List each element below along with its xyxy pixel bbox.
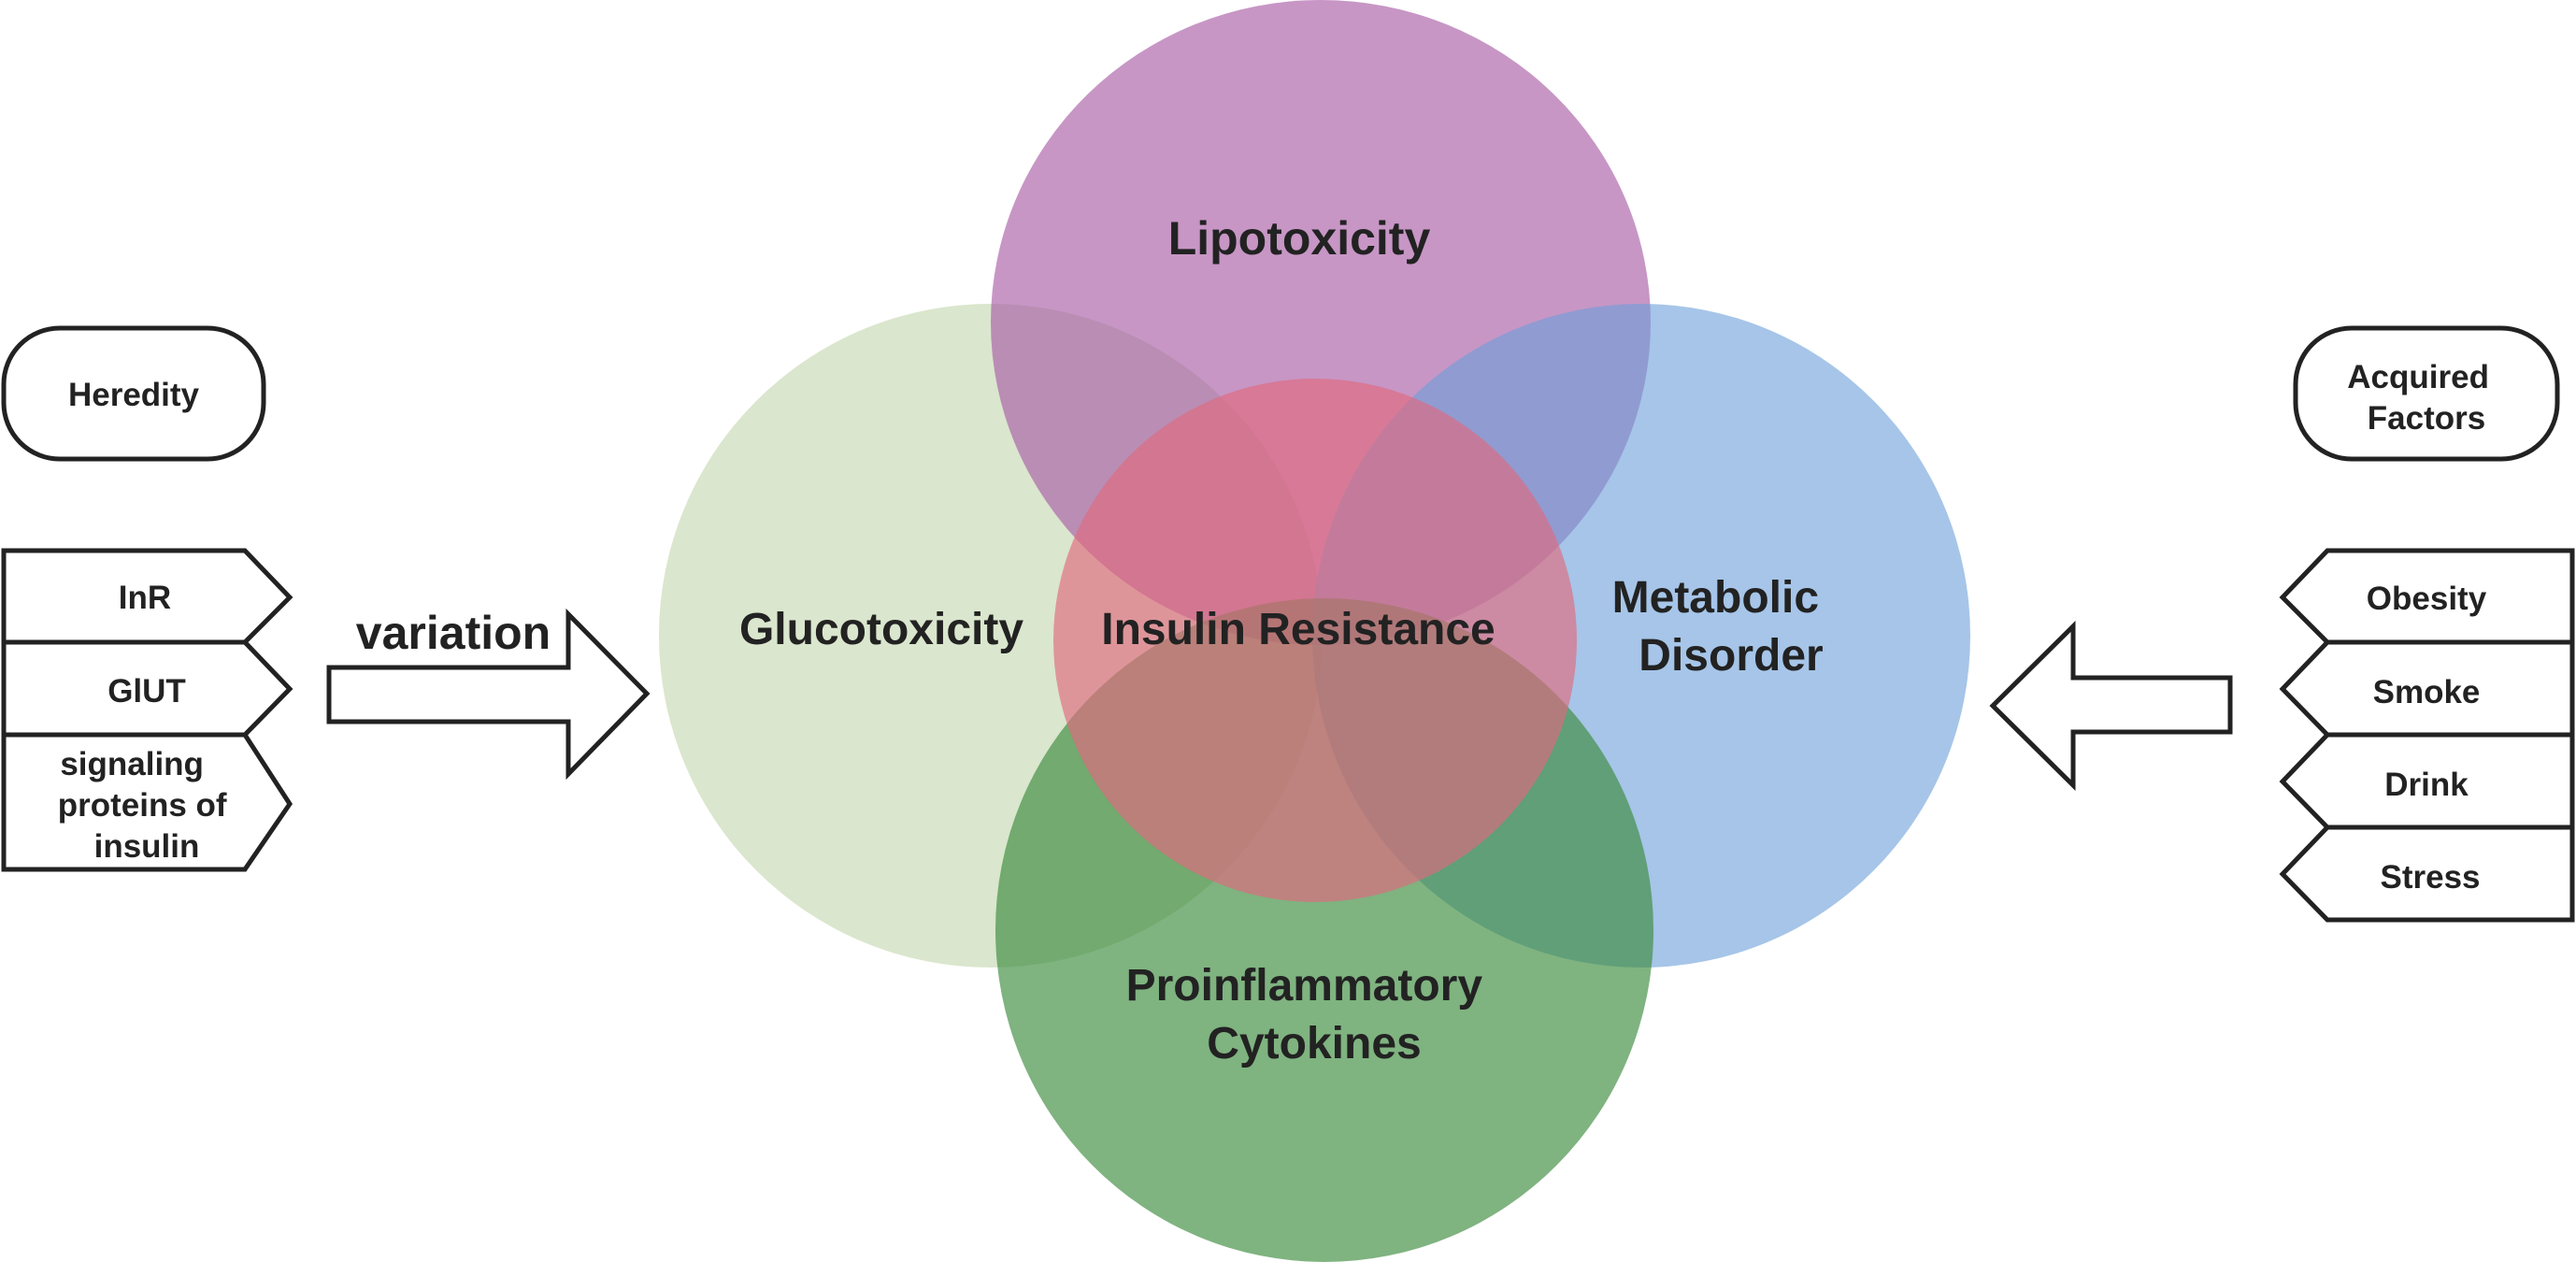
acquired-item-label: Obesity [2367,581,2487,617]
acquired-item-box [2279,825,2575,923]
signaling-line3: insulin [94,828,200,865]
heredity-signaling-label: signaling proteins of insulin [58,746,236,865]
variation-label: variation [356,607,551,659]
acquired-item-label: Drink [2384,767,2469,803]
label-proinflammatory-line1: Proinflammatory [1126,961,1483,1011]
heredity-box [1,325,266,462]
heredity-item-box [1,548,293,645]
acquired-item-box [2279,548,2575,645]
signaling-line2: proteins of [58,787,227,824]
heredity-item-label: GlUT [107,673,186,710]
signaling-line1: signaling [60,746,204,782]
acquired-factors-panel: Acquired Factors Obesity Smoke Drink Str… [1989,325,2575,923]
heredity-label: Heredity [68,377,200,413]
acquired-item-box [2279,639,2575,738]
heredity-item-box [1,732,293,872]
acquired-item-label: Smoke [2373,674,2481,710]
right-arrow [326,608,651,781]
overlap-circles [659,0,1970,1262]
label-lipotoxicity: Lipotoxicity [1168,212,1431,265]
label-metabolic-disorder: Metabolic Disorder [1612,573,1832,681]
label-metabolic-line2: Disorder [1639,631,1823,681]
acquired-item-box [2279,732,2575,830]
label-glucotoxicity: Glucotoxicity [739,605,1023,654]
acquired-factors-label: Acquired Factors [2347,359,2497,437]
acquired-factors-line2: Factors [2368,400,2485,437]
label-metabolic-line1: Metabolic [1612,573,1819,623]
circle-insulin-resistance [1053,379,1577,902]
heredity-item-label: InR [119,580,171,616]
acquired-factors-line1: Acquired [2347,359,2489,395]
label-insulin-resistance: Insulin Resistance [1101,605,1495,654]
label-proinflammatory-cytokines: Proinflammatory Cytokines [1126,961,1496,1068]
label-proinflammatory-line2: Cytokines [1207,1019,1421,1068]
acquired-item-label: Stress [2380,859,2480,896]
left-arrow [1989,621,2233,791]
acquired-factors-box [2293,325,2560,462]
heredity-item-box [1,639,293,738]
heredity-panel: Heredity InR GlUT signaling proteins of … [1,325,651,872]
